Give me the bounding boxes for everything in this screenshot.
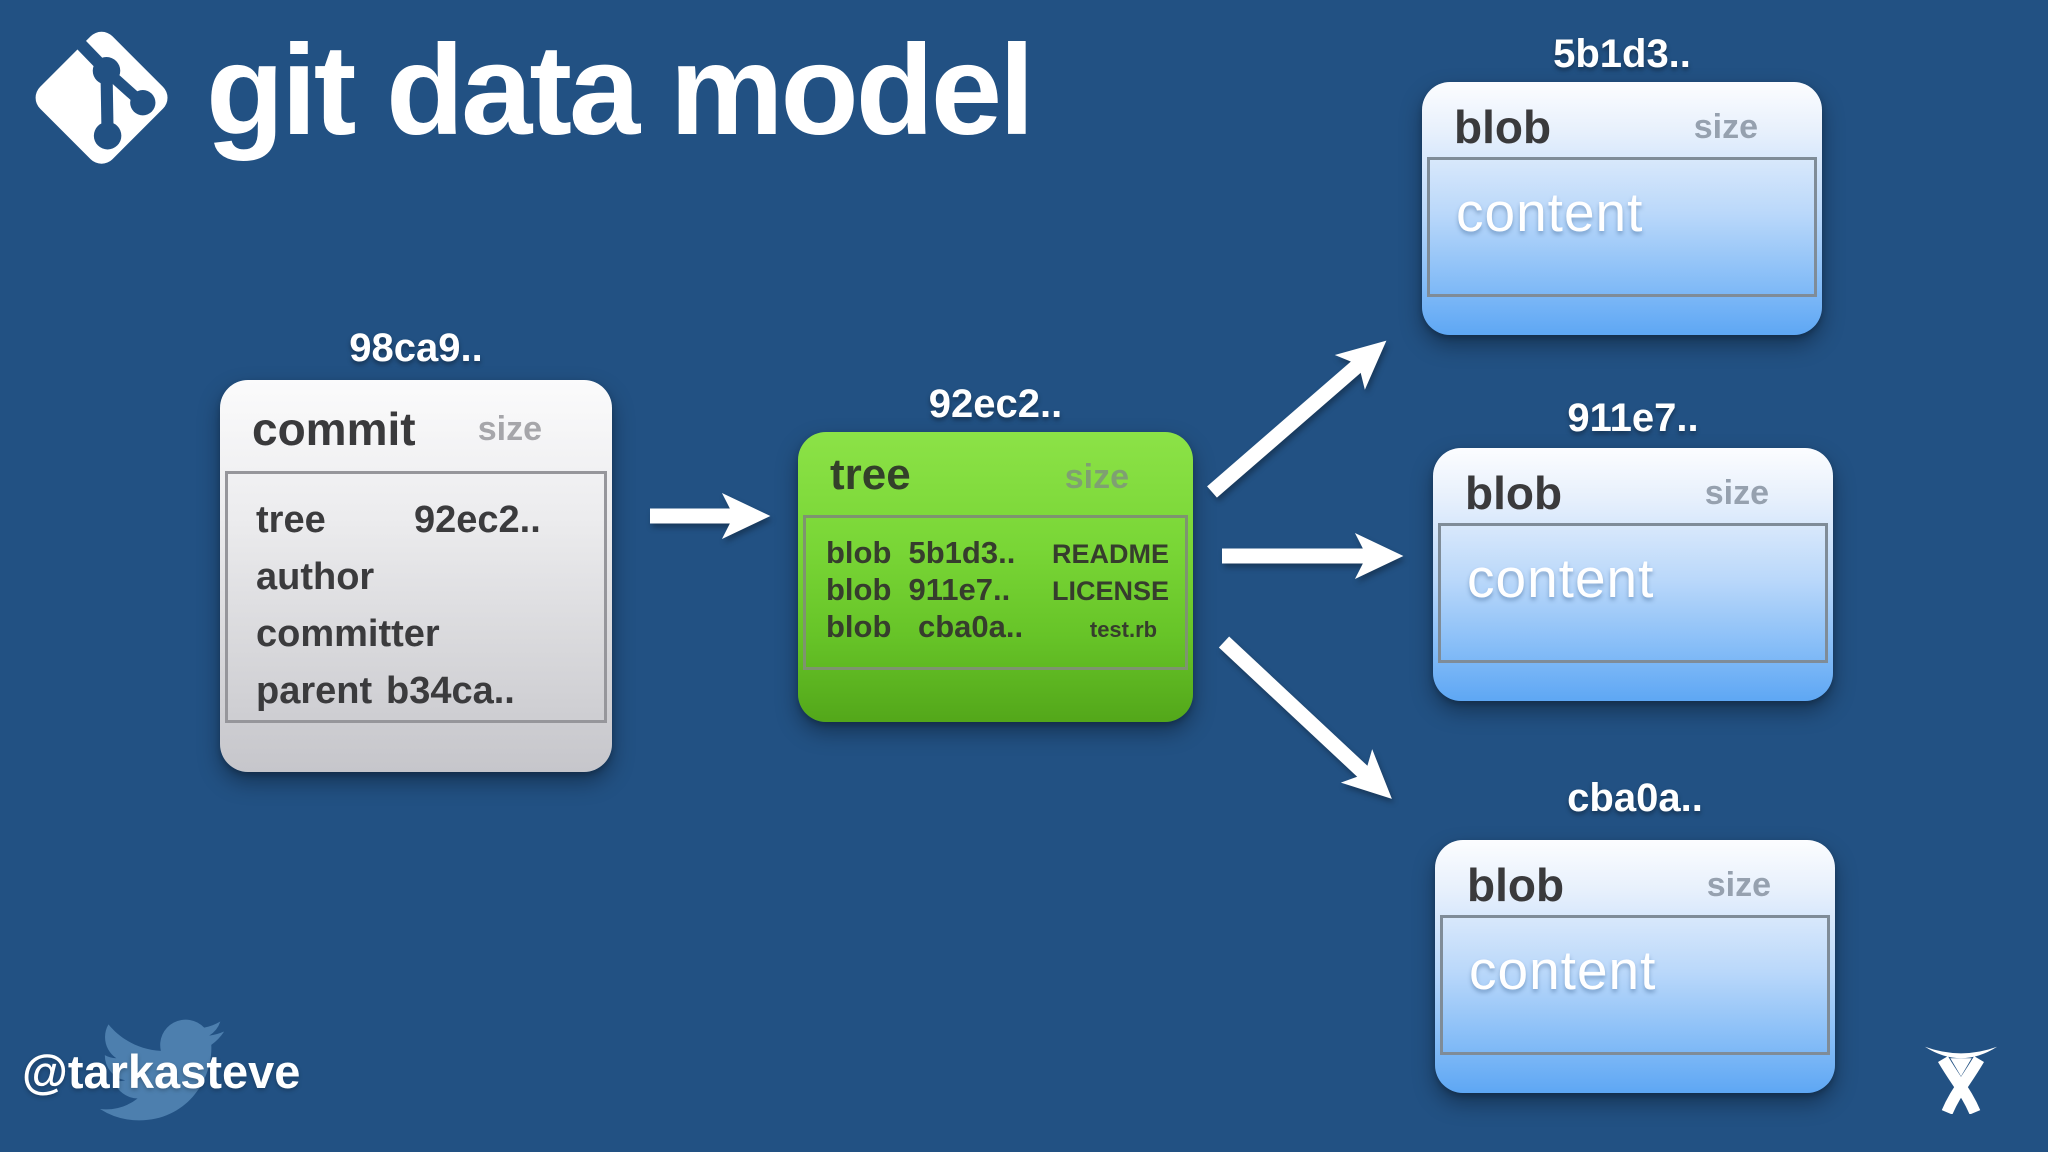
commit-type-label: commit (252, 403, 416, 455)
blob-hash-label: 911e7.. (1567, 396, 1699, 440)
entry-type: blob (826, 535, 892, 570)
commit-row-parent: parent b34ca.. (256, 663, 604, 720)
commit-box: commit size tree 92ec2.. author committe… (220, 380, 612, 772)
slide-title: git data model (206, 19, 1035, 162)
commit-hash-label: 98ca9.. (349, 326, 483, 370)
tree-entry-row: blob cba0a.. test.rb (826, 609, 1169, 648)
entry-filename: LICENSE (1051, 576, 1169, 606)
commit-row-author: author (256, 549, 604, 606)
blob-content-label: content (1456, 181, 1644, 243)
git-logo-icon (35, 31, 168, 164)
entry-hash: 5b1d3.. (908, 535, 1016, 570)
commit-row-tree: tree 92ec2.. (256, 492, 604, 549)
commit-field-value: 92ec2.. (414, 499, 541, 541)
commit-field-value: b34ca.. (386, 670, 515, 712)
commit-field-key: committer (256, 613, 440, 655)
blob-type-label: blob (1467, 859, 1565, 911)
entry-type: blob (826, 609, 892, 644)
blob-type-label: blob (1465, 467, 1563, 519)
entry-filename: README (1051, 539, 1169, 569)
twitter-handle: @tarkasteve (22, 1045, 301, 1098)
blob-hash-label: cba0a.. (1567, 776, 1703, 820)
commit-fields: tree 92ec2.. author committer parent b34… (225, 471, 607, 723)
commit-field-key: parent (256, 670, 373, 712)
commit-size-label: size (477, 410, 542, 448)
atlassian-logo-icon (1924, 1046, 1998, 1114)
blob-size-label: size (1704, 474, 1769, 512)
blob-content-label: content (1467, 547, 1655, 609)
entry-filename: test.rb (1089, 617, 1158, 642)
blob-content-area: content (1427, 157, 1817, 297)
tree-entry-row: blob 911e7.. LICENSE (826, 572, 1169, 609)
commit-field-key: author (256, 556, 375, 598)
blob-content-area: content (1438, 523, 1828, 663)
commit-row-committer: committer (256, 606, 604, 663)
blob-type-label: blob (1454, 101, 1552, 153)
tree-size-label: size (1064, 458, 1129, 496)
blob-size-label: size (1706, 866, 1771, 904)
blob-content-area: content (1440, 915, 1830, 1055)
blob-box: blob size content (1422, 82, 1822, 335)
arrow-tree-to-blob3 (1218, 636, 1392, 799)
blob-size-label: size (1693, 108, 1758, 146)
commit-field-key: tree (256, 499, 326, 541)
entry-hash: 911e7.. (908, 572, 1011, 607)
blob-box: blob size content (1433, 448, 1833, 701)
entry-hash: cba0a.. (918, 609, 1024, 644)
entry-type: blob (826, 572, 892, 607)
arrow-tree-to-blob1 (1207, 340, 1387, 498)
blob-box: blob size content (1435, 840, 1835, 1093)
blob-hash-label: 5b1d3.. (1553, 32, 1691, 76)
tree-entries: blob 5b1d3.. README blob 911e7.. LICENSE… (803, 515, 1188, 670)
tree-type-label: tree (830, 450, 911, 499)
twitter-bird-icon (100, 1019, 224, 1121)
tree-entry-row: blob 5b1d3.. README (826, 535, 1169, 572)
tree-hash-label: 92ec2.. (928, 382, 1063, 426)
blob-content-label: content (1469, 939, 1657, 1001)
tree-box: tree size blob 5b1d3.. README blob 911e7… (798, 432, 1193, 722)
